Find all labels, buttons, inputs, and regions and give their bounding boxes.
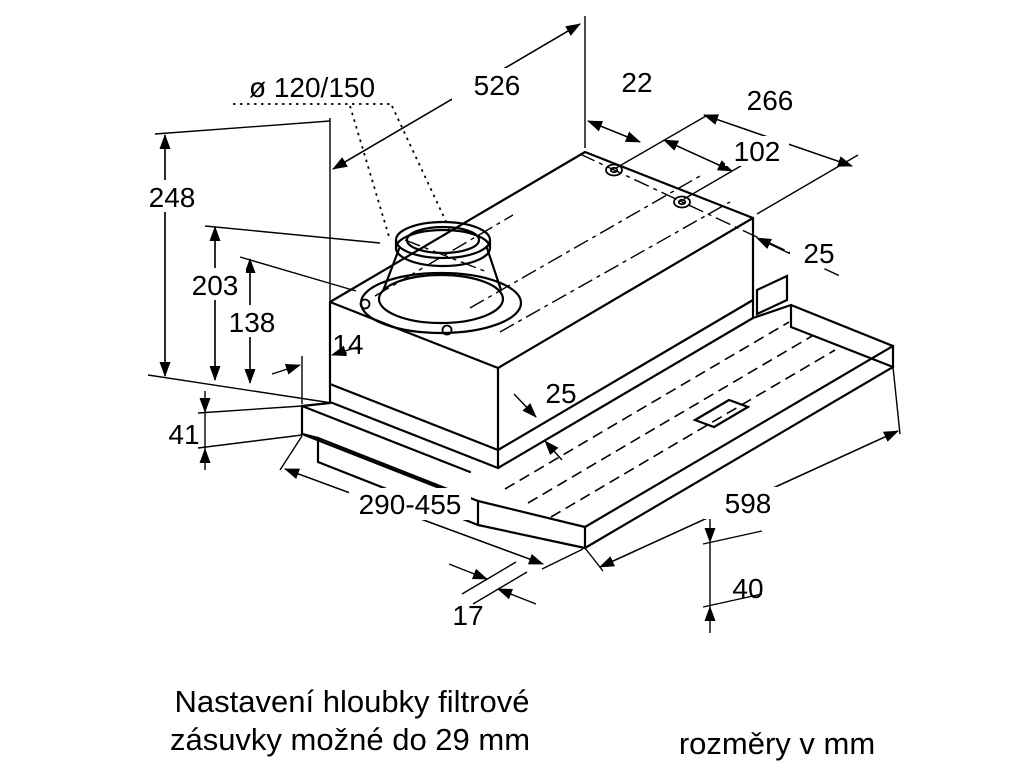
dim-526-label: 526 bbox=[474, 70, 521, 101]
captions: Nastavení hloubky filtrové zásuvky možné… bbox=[170, 684, 875, 761]
dim-14-label: 14 bbox=[332, 329, 363, 360]
dim-138-label: 138 bbox=[229, 307, 276, 338]
dim-598-label: 598 bbox=[725, 488, 772, 519]
dim-102-label: 102 bbox=[734, 136, 781, 167]
mounting-holes bbox=[605, 163, 691, 209]
dim-22-label: 22 bbox=[621, 67, 652, 98]
dim-25-right-label: 25 bbox=[803, 238, 834, 269]
visor-switch bbox=[692, 398, 751, 429]
screw-icon bbox=[359, 298, 371, 310]
dim-41-label: 41 bbox=[168, 419, 199, 450]
pullout-visor bbox=[476, 303, 895, 550]
note-line2: zásuvky možné do 29 mm bbox=[170, 722, 530, 757]
dim-25-front-label: 25 bbox=[545, 378, 576, 409]
diameter-leaders bbox=[233, 103, 451, 241]
dim-17-label: 17 bbox=[452, 600, 483, 631]
dim-40-label: 40 bbox=[732, 573, 763, 604]
center-lines bbox=[374, 153, 843, 333]
dimension-labels: ø 120/150 526 22 266 102 25 248 203 138 … bbox=[140, 67, 848, 631]
duct-collar bbox=[359, 220, 523, 336]
dim-203-label: 203 bbox=[192, 270, 239, 301]
dim-diameter-label: ø 120/150 bbox=[249, 72, 375, 103]
dim-266-label: 266 bbox=[747, 85, 794, 116]
units-label: rozměry v mm bbox=[679, 726, 875, 761]
hidden-edges bbox=[504, 321, 836, 518]
dim-290-455-label: 290-455 bbox=[359, 489, 462, 520]
note-line1: Nastavení hloubky filtrové bbox=[175, 684, 530, 719]
screw-icon bbox=[441, 324, 453, 336]
hood-body bbox=[328, 150, 789, 470]
mounting-frame bbox=[300, 401, 472, 502]
dim-248-label: 248 bbox=[149, 182, 196, 213]
